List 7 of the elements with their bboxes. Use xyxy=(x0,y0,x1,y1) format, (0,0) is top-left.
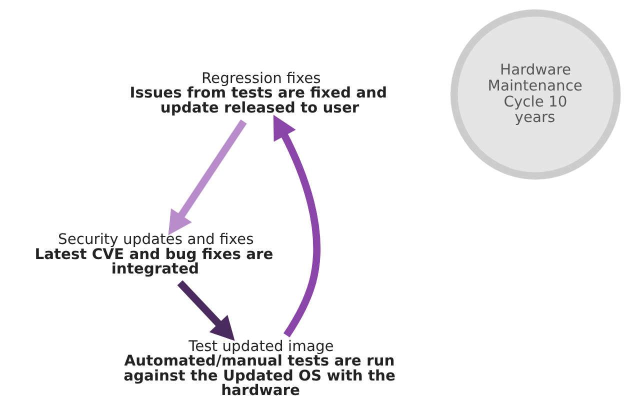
node-text: Security updates and fixes Latest CVE and bug fixes are integrated xyxy=(34,231,274,278)
arrow xyxy=(168,120,247,236)
arrow xyxy=(273,114,320,338)
node-text: Test updated image Automated/manual tests are run against the Updated OS with the hardware xyxy=(124,338,396,399)
node-text: Regression fixes Issues from tests are fixed and update released to user xyxy=(130,70,388,116)
node-circle: Hardware Maintenance Cycle 10 years xyxy=(450,9,621,180)
arrow xyxy=(177,280,235,341)
